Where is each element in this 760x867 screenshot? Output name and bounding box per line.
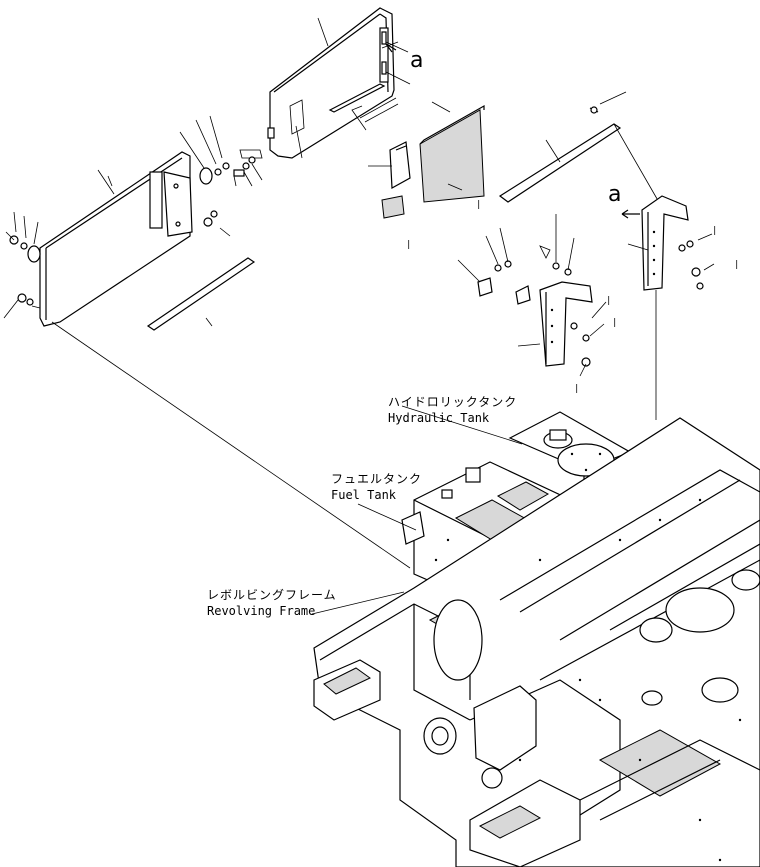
index-mark: |	[612, 318, 618, 328]
index-mark: |	[476, 200, 482, 210]
hydraulic-tank-label-jp: ハイドロリックタンク	[388, 395, 518, 409]
index-mark: |	[606, 296, 612, 306]
fuel-tank-label-jp: フュエルタンク	[331, 472, 423, 486]
seal-strip	[146, 257, 256, 331]
stay-bar	[498, 91, 661, 205]
revolving-frame	[313, 417, 760, 867]
index-mark: |	[712, 226, 718, 236]
upper-cover-panel	[239, 7, 399, 159]
support-bracket-right	[621, 195, 715, 291]
fuel-tank-label-en: Fuel Tank	[331, 488, 397, 502]
index-mark: |	[574, 384, 580, 394]
hydraulic-tank-label-en: Hydraulic Tank	[388, 411, 490, 425]
left-door-panel	[39, 151, 193, 327]
fastener-set-left	[3, 211, 41, 319]
leader-line	[317, 17, 329, 47]
reference-mark-a-bracket: a	[608, 182, 622, 207]
revolving-frame-label-en: Revolving Frame	[207, 604, 316, 618]
arrow-a-top	[385, 43, 397, 53]
leader-line	[295, 125, 303, 159]
insulation-pads	[381, 104, 485, 219]
revolving-frame-label-jp: レボルビングフレーム	[207, 588, 337, 602]
index-mark: |	[406, 240, 412, 250]
fastener-set-hinge	[179, 115, 263, 237]
reference-mark-a-top: a	[410, 48, 424, 73]
support-bracket-middle	[457, 214, 607, 377]
index-mark: |	[734, 260, 740, 270]
leader-line-left-panel	[51, 321, 411, 569]
arrow-a-bracket	[621, 209, 640, 219]
